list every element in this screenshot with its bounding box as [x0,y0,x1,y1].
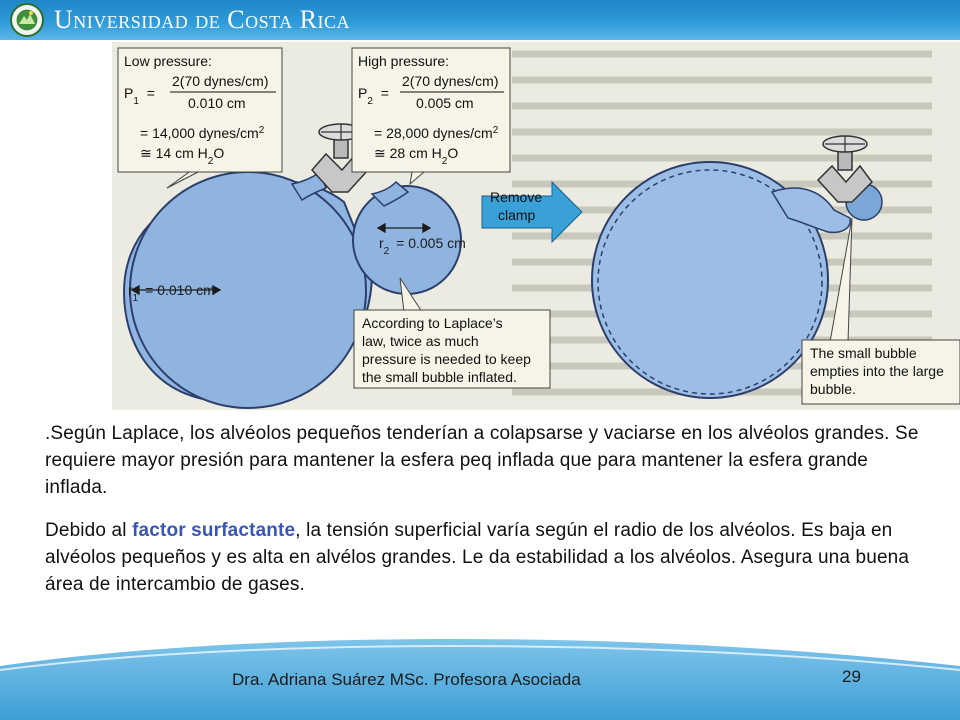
low-pressure-numerator: 2(70 dynes/cm) [172,73,268,89]
small-bubble-neck [370,180,410,207]
footer [0,636,960,720]
paragraph-surfactant: Debido al factor surfactante, la tensión… [45,517,925,598]
remove-clamp-label-1: Remove [490,189,542,205]
laplace-law-box: According to Laplace’s law, twice as muc… [353,277,551,389]
high-pressure-denominator: 0.005 cm [416,95,474,111]
remove-clamp-arrow [481,180,583,244]
laplace-figure: r1 = 0.010 cm r2 = 0.005 cm Low pressure… [112,42,960,410]
empties-line-2: empties into the large [810,363,944,379]
high-pressure-numerator: 2(70 dynes/cm) [402,73,498,89]
empties-line-1: The small bubble [810,345,917,361]
university-seal-icon [10,3,44,37]
large-bubble-neck [290,170,327,202]
low-pressure-result2: ≅ 14 cm H2O [140,145,224,167]
paragraph-surfactant-start: Debido al [45,520,133,541]
merged-bubble-outline [597,169,823,395]
laplace-line-3: pressure is needed to keep [362,351,531,367]
remove-clamp-label-2: clamp [498,207,536,223]
merged-bubble-neck [770,187,851,234]
laplace-line-4: the small bubble inflated. [362,369,517,385]
high-pressure-result2: ≅ 28 cm H2O [374,145,458,167]
valve-open-icon [816,135,873,203]
r2-label: r2 = 0.005 cm [379,235,466,257]
footer-author: Dra. Adriana Suárez MSc. Profesora Asoci… [232,670,581,689]
empties-line-3: bubble. [810,381,856,397]
low-pressure-heading: Low pressure: [124,53,212,69]
empties-box: The small bubble empties into the large … [801,217,960,405]
paragraph-laplace: .Según Laplace, los alvéolos pequeños te… [45,423,919,498]
r1-label: r1 = 0.010 cm [128,282,215,304]
header: Universidad de Costa Rica [0,0,960,40]
paragraph-surfactant-rest: , la tensión superficial varía según el … [45,520,910,595]
laplace-bubbles-illustration: r1 = 0.010 cm r2 = 0.005 cm Low pressure… [112,42,960,410]
high-pressure-box: High pressure: P2 = 2(70 dynes/cm) 0.005… [351,47,511,186]
low-pressure-p1: P1 = [124,85,155,107]
high-pressure-heading: High pressure: [358,53,449,69]
low-pressure-denominator: 0.010 cm [188,95,246,111]
header-bar [0,0,960,40]
merged-bubble [591,161,829,399]
surfactant-highlight: factor surfactante [132,520,296,541]
r2-arrow [376,222,432,234]
header-title: Universidad de Costa Rica [54,5,351,34]
page-number: 29 [842,667,861,686]
r1-arrow [130,284,222,296]
laplace-line-1: According to Laplace’s [362,315,503,331]
low-pressure-box: Low pressure: P1 = 2(70 dynes/cm) 0.010 … [117,47,283,189]
slide-body: .Según Laplace, los alvéolos pequeños te… [45,420,925,614]
high-pressure-result1: = 28,000 dynes/cm2 [374,125,499,142]
high-pressure-p2: P2 = [358,85,389,107]
footer-wave [0,639,960,720]
low-pressure-result1: = 14,000 dynes/cm2 [140,125,265,142]
laplace-line-2: law, twice as much [362,333,479,349]
